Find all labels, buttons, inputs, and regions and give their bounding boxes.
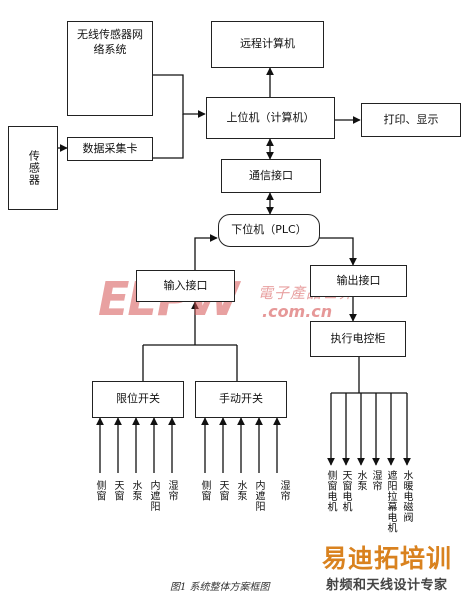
limit-input-inner-shade: 内遮阳 — [148, 480, 159, 512]
wireless-sensor-network-label: 无线传感器网络系统 — [77, 28, 143, 56]
print-display-box: 打印、显示 — [361, 103, 461, 137]
data-acquisition-card-label: 数据采集卡 — [82, 141, 138, 155]
output-side-window-motor: 侧窗电机 — [325, 470, 336, 512]
manual-input-side-window: 侧窗 — [199, 480, 210, 501]
manual-input-wet-curtain: 湿帘 — [278, 480, 289, 501]
brand-subtitle: 射频和天线设计专家 — [326, 578, 448, 593]
manual-input-inner-shade: 内遮阳 — [253, 480, 264, 512]
data-acquisition-card-box: 数据采集卡 — [67, 137, 153, 161]
remote-computer-box: 远程计算机 — [211, 21, 324, 68]
limit-input-wet-curtain: 湿帘 — [166, 480, 177, 501]
limit-switch-box: 限位开关 — [92, 381, 184, 418]
manual-input-pump: 水泵 — [235, 480, 246, 501]
limit-input-side-window: 侧窗 — [94, 480, 105, 501]
figure-caption: 图1 系统整体方案框图 — [170, 582, 270, 593]
limit-switch-label: 限位开关 — [116, 392, 160, 406]
output-pump: 水泵 — [355, 470, 366, 491]
edge-plc-to-output — [319, 237, 357, 266]
control-cabinet-box: 执行电控柜 — [310, 321, 406, 357]
comm-interface-label: 通信接口 — [249, 168, 293, 182]
host-computer-label: 上位机（计算机） — [226, 110, 315, 124]
remote-computer-label: 远程计算机 — [240, 37, 295, 51]
limit-input-skylight: 天窗 — [112, 480, 123, 501]
sensor-box: 传感器 — [8, 126, 58, 210]
output-heating-solenoid-valve: 水暖电磁阀 — [401, 470, 412, 523]
plc-box: 下位机（PLC） — [218, 214, 320, 247]
sensor-label: 传感器 — [27, 150, 41, 186]
edge-input-to-plc — [194, 234, 218, 271]
output-shade-curtain-motor: 遮阳拉幕电机 — [385, 470, 396, 533]
input-interface-box: 输入接口 — [136, 270, 235, 302]
edge-daq-to-host — [153, 114, 184, 159]
manual-input-skylight: 天窗 — [217, 480, 228, 501]
watermark-url: .com.cn — [262, 302, 333, 321]
plc-label: 下位机（PLC） — [231, 223, 307, 237]
brand-title: 易迪拓培训 — [322, 544, 453, 573]
edge-wireless-to-host — [153, 74, 206, 118]
comm-interface-box: 通信接口 — [221, 159, 321, 193]
output-interface-box: 输出接口 — [310, 265, 407, 297]
input-interface-label: 输入接口 — [163, 278, 208, 292]
manual-switch-box: 手动开关 — [195, 381, 287, 418]
host-computer-box: 上位机（计算机） — [206, 97, 335, 139]
output-interface-label: 输出接口 — [336, 273, 381, 287]
limit-input-pump: 水泵 — [130, 480, 141, 501]
wireless-sensor-network-box: 无线传感器网络系统 — [67, 21, 153, 116]
print-display-label: 打印、显示 — [383, 112, 439, 126]
output-wet-curtain: 湿帘 — [370, 470, 381, 491]
manual-switch-label: 手动开关 — [219, 392, 263, 406]
output-skylight-motor: 天窗电机 — [340, 470, 351, 512]
control-cabinet-label: 执行电控柜 — [330, 331, 386, 345]
